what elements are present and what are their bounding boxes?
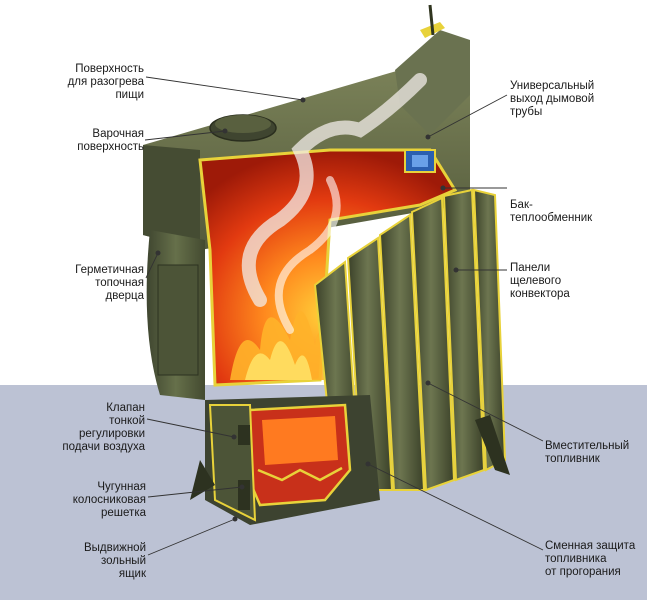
label-heat-exchanger-tank: Бак- теплообменник bbox=[510, 199, 593, 224]
label-firebox: Вместительный топливник bbox=[545, 440, 630, 465]
leader-dots bbox=[155, 97, 459, 522]
leader-lines bbox=[144, 76, 544, 556]
label-ash-drawer: Выдвижной зольный ящик bbox=[83, 542, 146, 580]
label-cast-iron-grate: Чугунная колосниковая решетка bbox=[72, 481, 146, 519]
label-chimney-outlet: Универсальный выход дымовой трубы bbox=[510, 80, 595, 118]
label-replaceable-protection: Сменная защита топливника от прогорания bbox=[545, 540, 636, 578]
label-cooking-surface: Варочная поверхность bbox=[77, 128, 144, 153]
lower-firebox bbox=[205, 395, 380, 525]
chimney-pipe bbox=[395, 4, 470, 135]
label-air-valve: Клапан тонкой регулировки подачи воздуха bbox=[62, 402, 145, 453]
firebox-cutaway bbox=[198, 73, 458, 387]
stove-legs bbox=[190, 415, 510, 500]
label-sealed-door: Герметичная топочная дверца bbox=[75, 264, 144, 302]
label-reheating-surface: Поверхность для разогрева пищи bbox=[67, 63, 144, 101]
label-convector-panels: Панели щелевого конвектора bbox=[510, 262, 570, 300]
heat-exchanger bbox=[404, 149, 436, 173]
